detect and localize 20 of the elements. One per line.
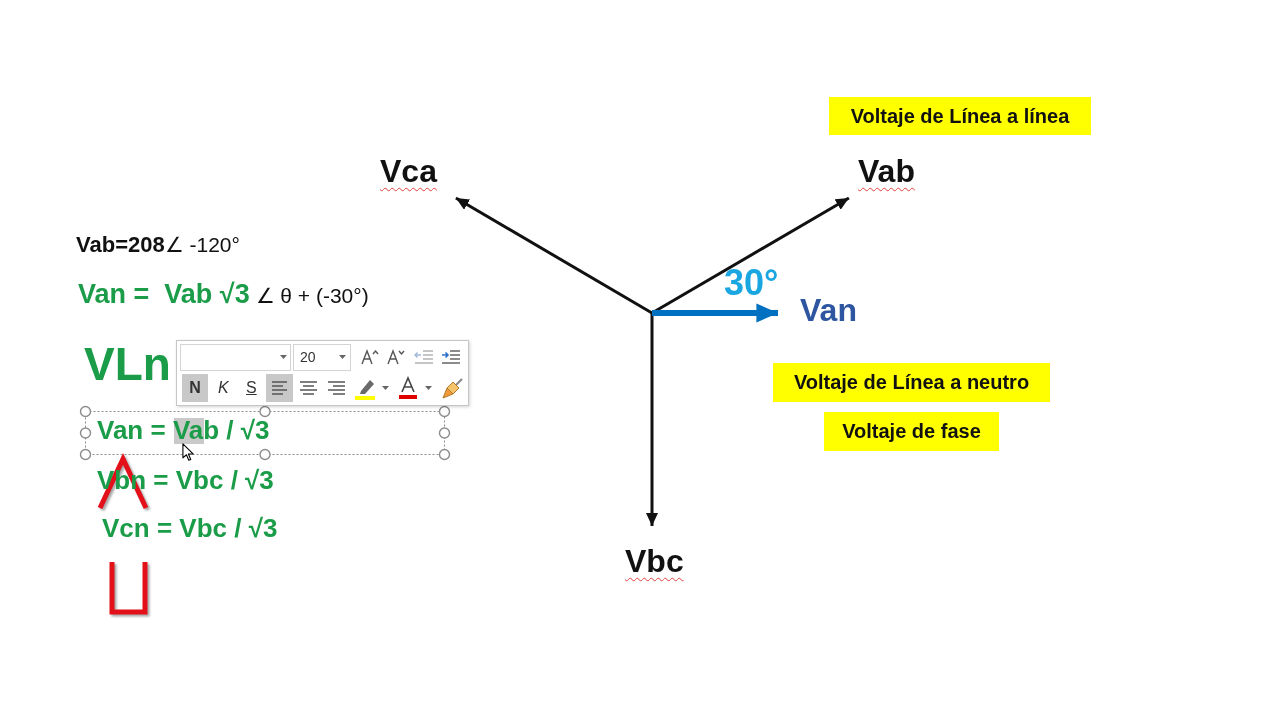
vector-arrow <box>646 313 658 526</box>
heading-text: VLn <box>84 338 171 391</box>
vector-arrow <box>652 303 778 323</box>
phasor-label: Van <box>800 292 857 329</box>
highlighted-label: Voltaje de Línea a neutro <box>773 363 1050 402</box>
vector-arrow <box>455 196 653 315</box>
italic-label: K <box>218 378 229 398</box>
highlighted-label: Voltaje de Línea a línea <box>829 97 1091 135</box>
bold-button: N <box>182 374 208 402</box>
formula-text: Vcn = Vbc / √3 <box>102 514 278 544</box>
font-size-dropdown: 20 <box>293 344 351 371</box>
phasor-label: Vbc <box>625 543 684 580</box>
underline-label: S <box>246 378 257 398</box>
equation-text: Vab=208∠ -120° <box>76 232 240 258</box>
angle-label: 30° <box>724 262 779 304</box>
phasor-label: Vca <box>380 153 437 190</box>
highlighted-label: Voltaje de fase <box>824 412 999 451</box>
formula-text: Van = Vab / √3 <box>97 418 270 442</box>
phasor-label: Vab <box>858 153 915 190</box>
equation-text: Van = Vab √3 ∠ θ + (-30°) <box>78 279 369 311</box>
